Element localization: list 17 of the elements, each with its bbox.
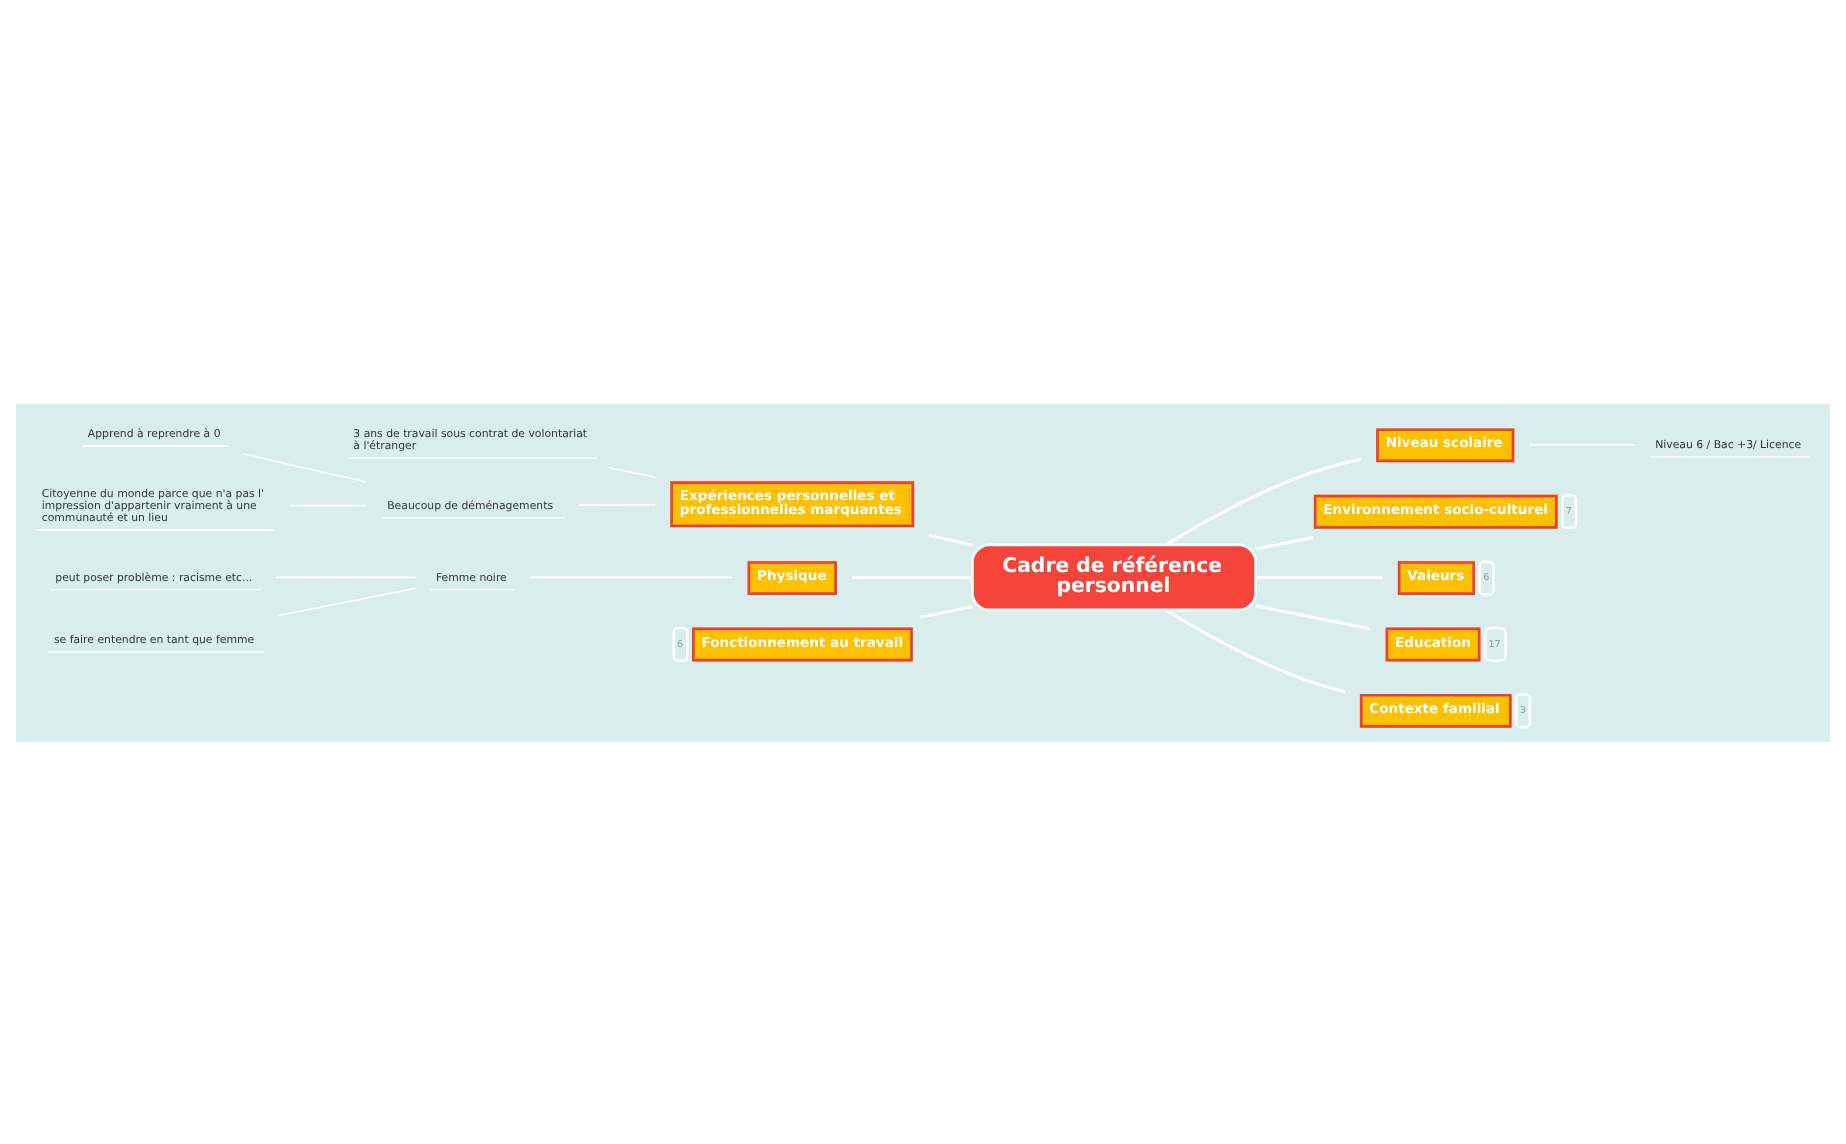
- connector: [242, 452, 367, 482]
- connector: [1164, 456, 1362, 546]
- connector: [1255, 574, 1382, 578]
- connector: [578, 503, 656, 505]
- connector: [608, 465, 656, 477]
- connector: [288, 503, 367, 506]
- connector: [852, 574, 973, 578]
- node-box: Cadre de référence personnel: [971, 542, 1257, 611]
- connector: [1528, 442, 1636, 445]
- connector: [920, 604, 973, 618]
- connector: [528, 575, 733, 578]
- connector: [277, 586, 417, 616]
- connector: [1255, 603, 1371, 630]
- connector: [275, 575, 417, 578]
- connector: [1165, 607, 1346, 693]
- connector: [1255, 535, 1314, 550]
- connector: [929, 532, 973, 546]
